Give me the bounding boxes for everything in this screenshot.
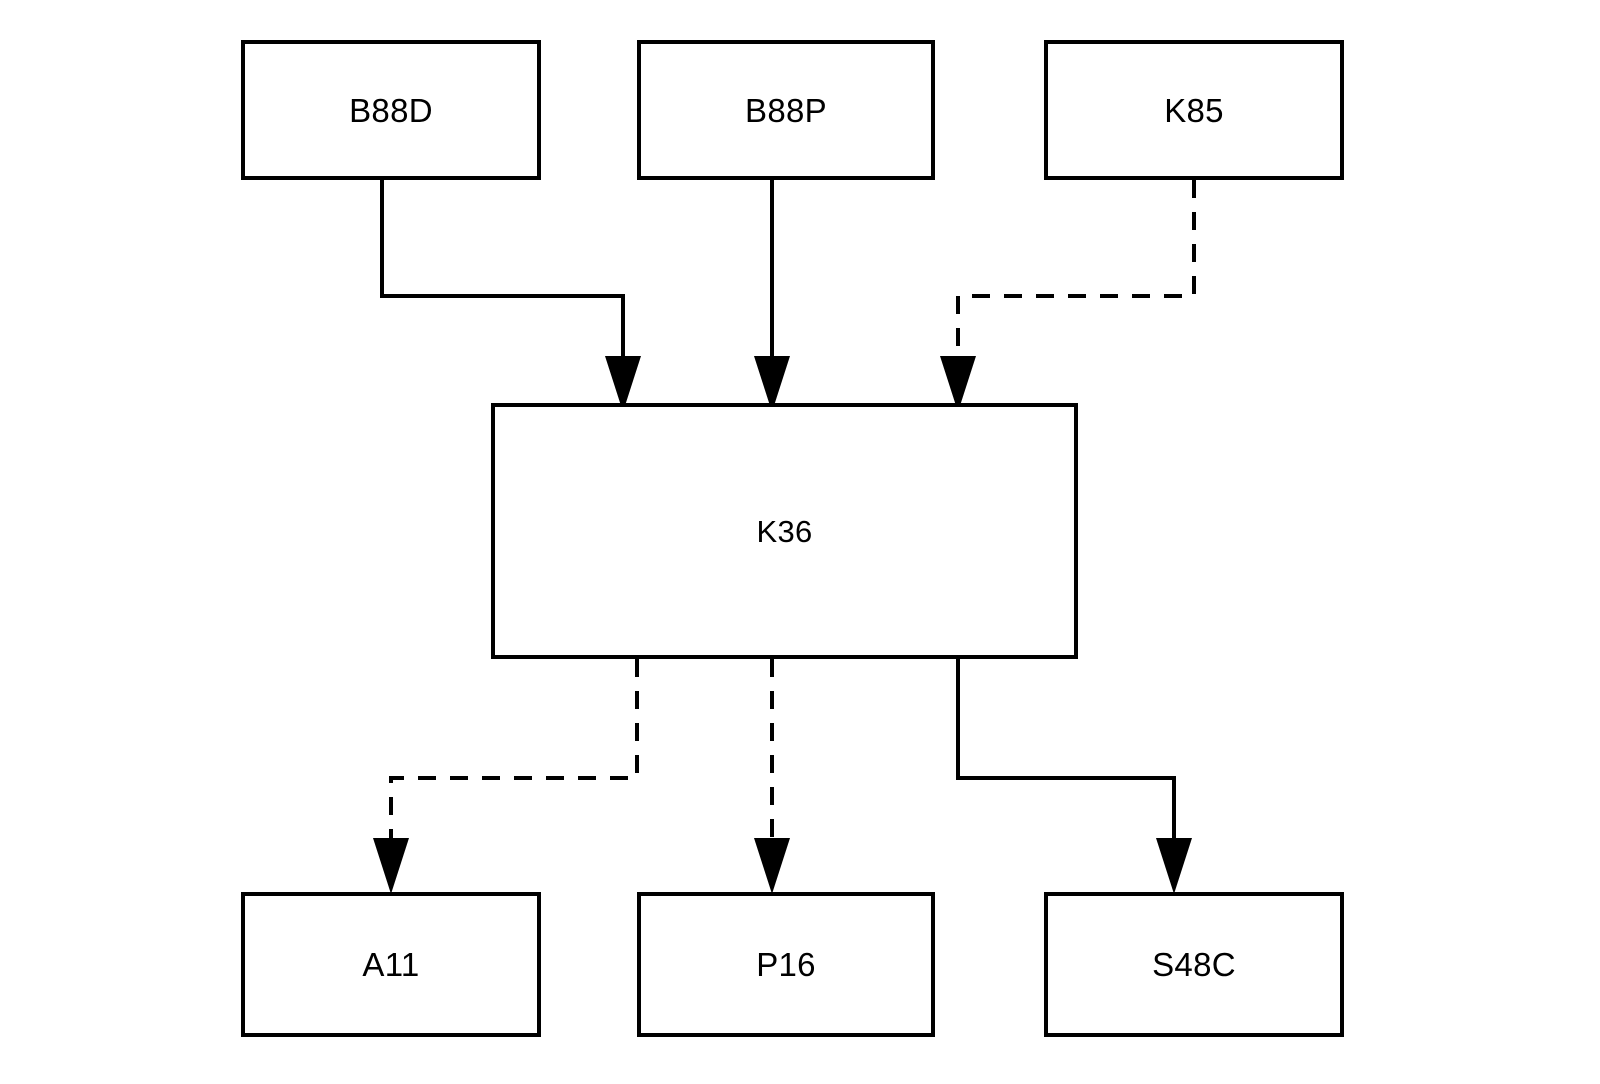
node-label: B88P [745,91,827,129]
node-k36[interactable]: K36 [491,403,1078,659]
node-s48c[interactable]: S48C [1044,892,1344,1037]
node-label: P16 [756,946,816,983]
node-b88d[interactable]: B88D [241,40,541,180]
node-label: A11 [362,946,420,983]
edge-k36-to-a11 [373,659,639,894]
node-p16[interactable]: P16 [637,892,935,1037]
node-label: S48C [1152,946,1236,983]
arrowhead-icon [373,838,409,894]
edge-k85-to-k36 [940,180,1196,412]
edge-b88d-to-k36 [380,180,641,412]
arrowhead-icon [605,356,641,412]
edge-b88p-to-k36 [754,180,790,412]
node-label: K36 [756,513,813,549]
node-b88p[interactable]: B88P [637,40,935,180]
node-label: K85 [1164,91,1224,129]
arrowhead-icon [940,356,976,412]
arrowhead-icon [754,838,790,894]
edge-k36-to-s48c [956,659,1192,894]
arrowhead-icon [1156,838,1192,894]
node-a11[interactable]: A11 [241,892,541,1037]
node-label: B88D [349,91,433,129]
edge-k36-to-p16 [754,659,790,894]
arrowhead-icon [754,356,790,412]
node-k85[interactable]: K85 [1044,40,1344,180]
